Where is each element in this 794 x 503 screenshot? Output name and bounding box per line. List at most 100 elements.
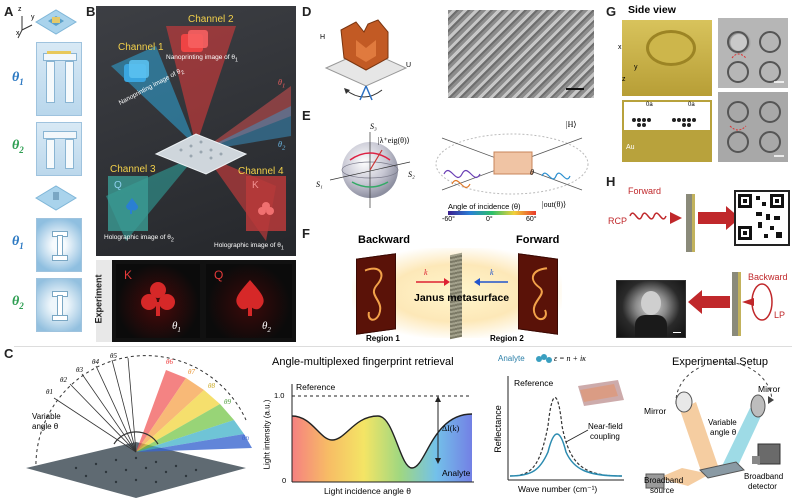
near-field-label-1: Near-field xyxy=(588,422,623,431)
lp-label: LP xyxy=(774,310,786,320)
region-1-label: Region 1 xyxy=(366,334,400,343)
analyte-curve-fill xyxy=(292,414,472,482)
theta1-label-a3: θ1 xyxy=(12,234,24,251)
fingerprint-chart-svg xyxy=(291,384,474,483)
panel-h: Forward RCP Backward LP xyxy=(608,176,792,346)
field-image-a4 xyxy=(36,278,82,332)
reflectance-chart: Analyte ε = n + iκ Reference Near-field … xyxy=(492,350,632,500)
backward-label-h: Backward xyxy=(748,272,788,282)
dim-u-label: U xyxy=(406,62,412,69)
panel-label-f: F xyxy=(302,226,310,241)
backward-beam xyxy=(688,272,773,336)
axis-y-label: y xyxy=(31,14,35,21)
field-image-a3 xyxy=(36,218,82,272)
holo-theta1-label: Holographic image of θ1 xyxy=(214,242,284,252)
panel-f: Backward Forward Janus metasurface Regio… xyxy=(312,228,602,346)
stokes-s1-label: S₁ xyxy=(316,180,323,189)
u-shape-unit-cell xyxy=(324,19,408,101)
rcp-label: RCP xyxy=(608,216,628,226)
variable-angle-setup-2: angle θ xyxy=(710,428,737,437)
region-2-label: Region 2 xyxy=(490,334,524,343)
panel-label-e: E xyxy=(302,108,311,123)
panel-b-beams xyxy=(106,26,291,241)
channel-3-label: Channel 3 xyxy=(110,164,156,175)
mirror-left-label: Mirror xyxy=(644,406,667,416)
out-state-label: |out(θ)⟩ xyxy=(542,200,567,209)
card-k-letter: K xyxy=(252,180,259,191)
forward-beam xyxy=(629,194,740,252)
mirror-right-label: Mirror xyxy=(758,384,781,394)
stokes-s2-label: S₂ xyxy=(408,170,415,179)
colorbar-tick-60: 60° xyxy=(526,216,537,223)
beam-theta2-label: θ2 xyxy=(278,140,286,152)
theta-label-4: θ5 xyxy=(110,352,117,360)
theta2-label-a2: θ2 xyxy=(12,138,24,155)
axes-icon xyxy=(17,16,33,39)
variable-angle-label-1: Variable xyxy=(32,412,61,421)
panel-label-g: G xyxy=(606,4,617,19)
k-vector-blue-label: k xyxy=(490,268,494,277)
broadband-detector-label-1: Broadband xyxy=(744,472,784,481)
channel-2-label: Channel 2 xyxy=(188,14,234,25)
stokes-s3-label: S₃ xyxy=(370,122,377,131)
panel-d: H U xyxy=(308,6,598,106)
eigen-state-label: |λ⁺eig(θ)⟩ xyxy=(378,136,410,145)
panel-label-h: H xyxy=(606,174,616,189)
janus-metasurface-label: Janus metasurface xyxy=(414,292,510,304)
reflectance-svg xyxy=(507,376,624,481)
broadband-detector-label-2: detector xyxy=(748,482,777,491)
broadband-source-label-2: source xyxy=(650,486,675,495)
card-q-letter: Q xyxy=(114,180,122,191)
reference-label: Reference xyxy=(296,382,336,392)
theta-label-9: θn xyxy=(242,434,249,442)
theta2-label-a4: θ2 xyxy=(12,294,24,311)
sem-image-g2 xyxy=(718,92,788,162)
qr-code-image xyxy=(734,190,790,246)
theta-label-2: θ3 xyxy=(76,366,83,374)
k-vector-red-label: k xyxy=(424,268,428,277)
field-image-a1 xyxy=(36,42,82,116)
panel-label-c: C xyxy=(4,346,14,361)
analyte-curve xyxy=(291,413,473,469)
analyte-peak-curve xyxy=(509,433,623,477)
experiment-image-k: K θ1 xyxy=(116,264,200,338)
theta-label-8: θ9 xyxy=(224,398,231,406)
theta-label-1: θ2 xyxy=(60,376,67,384)
panel-b: Channel 1 Channel 2 Nanoprinting image o… xyxy=(94,6,296,342)
colorbar-tick-minus60: -60° xyxy=(442,216,455,223)
holo-theta2-label: Holographic image of θ2 xyxy=(104,234,174,244)
theta-label-7: θ8 xyxy=(208,382,215,390)
panel-label-d: D xyxy=(302,4,312,19)
forward-image xyxy=(518,253,558,335)
axis-x-label: x xyxy=(16,30,20,37)
angle-colorbar-title: Angle of incidence (θ) xyxy=(448,202,521,211)
tick-0-label: 0 xyxy=(282,476,287,485)
sem-image-d xyxy=(448,10,594,98)
angle-beams-diagram xyxy=(26,355,252,498)
angle-x-label: Light incidence angle θ xyxy=(324,486,411,496)
experiment-image-q: Q θ2 xyxy=(206,264,292,338)
near-field-label-2: coupling xyxy=(590,432,620,441)
panel-c-border xyxy=(14,346,792,501)
backward-label: Backward xyxy=(358,234,410,246)
reference-peak-curve xyxy=(509,396,623,477)
epsilon-label: ε = n + iκ xyxy=(554,354,587,363)
beam-theta1-label: θ1 xyxy=(278,78,286,90)
staircase-profile: 0a 0a Au xyxy=(622,100,712,162)
axis-z-g: z xyxy=(622,76,626,83)
experiment-side-label: Experiment xyxy=(94,260,112,342)
variable-angle-setup-1: Variable xyxy=(708,418,737,427)
reflectance-y-label: Reflectance xyxy=(492,405,503,453)
experimental-setup: Mirror Mirror Variable angle θ Broadband… xyxy=(640,361,792,500)
theta-label-0: θ1 xyxy=(46,388,53,396)
fingerprint-chart-title: Angle-multiplexed fingerprint retrieval xyxy=(272,356,454,368)
tick-1-label: 1.0 xyxy=(274,391,285,400)
analyte-label: Analyte xyxy=(442,468,471,478)
panel-g: Side view x y z 0a 0a Au xyxy=(618,4,790,166)
experiment-strip: Experiment K θ1 Q θ2 xyxy=(94,260,296,342)
au-label: Au xyxy=(626,144,635,151)
theta-label-5: θ6 xyxy=(166,358,173,366)
side-view-label: Side view xyxy=(628,4,676,16)
channel-1-label: Channel 1 xyxy=(118,42,164,53)
portrait-image xyxy=(616,280,686,338)
